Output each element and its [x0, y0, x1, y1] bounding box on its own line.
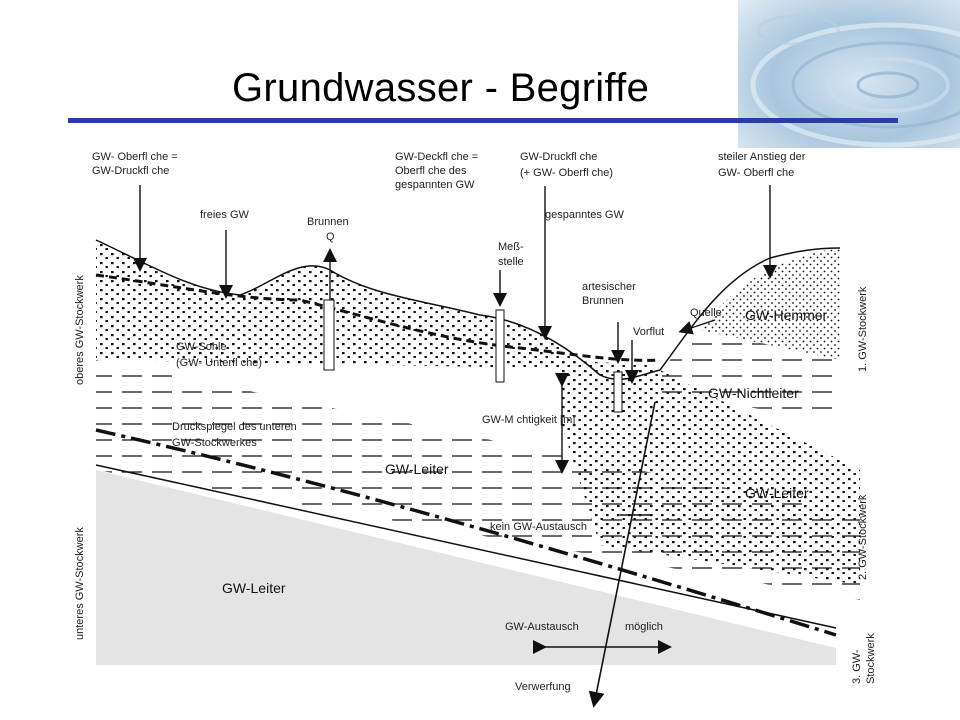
label-stockwerk-2: 2. GW-Stockwerk	[857, 494, 869, 580]
label-gw-leiter-bottom: GW-Leiter	[222, 580, 286, 596]
label-artesisch-1: artesischer	[582, 281, 636, 293]
label-druckspiegel-2: GW-Stockwerkes	[172, 437, 257, 449]
messstelle-well	[495, 309, 505, 383]
label-brunnen-1: Brunnen	[307, 216, 349, 228]
lower-aquifer-layer	[96, 470, 836, 665]
label-gw-sohle-2: (GW- Unterfl che)	[176, 357, 262, 369]
label-austausch-2: möglich	[625, 621, 663, 633]
artesisch-well	[613, 371, 623, 413]
label-messstelle-2: stelle	[498, 256, 524, 268]
label-messstelle-1: Meß-	[498, 241, 524, 253]
label-gw-deckflaeche-1: GW-Deckfl che =	[395, 151, 478, 163]
label-oberes-stockwerk: oberes GW-Stockwerk	[74, 275, 86, 385]
label-druckspiegel-1: Druckspiegel des unteren	[172, 421, 297, 433]
label-kein-austausch: kein GW-Austausch	[490, 521, 587, 533]
label-unteres-stockwerk: unteres GW-Stockwerk	[74, 527, 86, 640]
slide-title: Grundwasser - Begriffe	[232, 66, 650, 110]
label-gw-deckflaeche-3: gespannten GW	[395, 179, 475, 191]
label-steiler-2: GW- Oberfl che	[718, 167, 794, 179]
upper-aquifer-layer	[96, 240, 660, 380]
label-gw-oberflaeche-1: GW- Oberfl che =	[92, 151, 178, 163]
label-austausch-1: GW-Austausch	[505, 621, 579, 633]
label-vorflut: Vorflut	[633, 326, 664, 338]
label-gw-hemmer: GW-Hemmer	[745, 307, 828, 323]
label-freies-gw: freies GW	[200, 209, 250, 221]
label-gespanntes-gw: gespanntes GW	[545, 209, 624, 221]
label-stockwerk-1: 1. GW-Stockwerk	[857, 286, 869, 372]
title-underline	[68, 118, 898, 123]
label-gw-sohle-1: GW-Sohle	[176, 341, 227, 353]
water-ripple-image	[738, 0, 960, 148]
label-gw-leiter-mid: GW-Leiter	[385, 461, 449, 477]
label-stockwerk-3b: Stockwerk	[865, 633, 877, 684]
brunnen-well	[323, 299, 335, 371]
gw-hemmer-layer	[700, 248, 840, 360]
label-gw-druckflaeche-1: GW-Druckfl che	[520, 151, 597, 163]
label-verwerfung: Verwerfung	[515, 681, 571, 693]
label-gw-maechtigkeit: GW-M chtigkeit [m]	[482, 414, 575, 426]
label-gw-druckflaeche-2: (+ GW- Oberfl che)	[520, 167, 613, 179]
label-gw-nichtleiter: GW-Nichtleiter	[708, 385, 799, 401]
label-brunnen-2: Q	[326, 231, 335, 243]
label-gw-deckflaeche-2: Oberfl che des	[395, 165, 467, 177]
label-stockwerk-3a: 3. GW-	[851, 649, 863, 684]
label-gw-leiter-right: GW-Leiter	[745, 485, 809, 501]
label-artesisch-2: Brunnen	[582, 295, 624, 307]
label-steiler-1: steiler Anstieg der	[718, 151, 806, 163]
label-quelle: Quelle	[690, 307, 722, 319]
label-gw-oberflaeche-2: GW-Druckfl che	[92, 165, 169, 177]
